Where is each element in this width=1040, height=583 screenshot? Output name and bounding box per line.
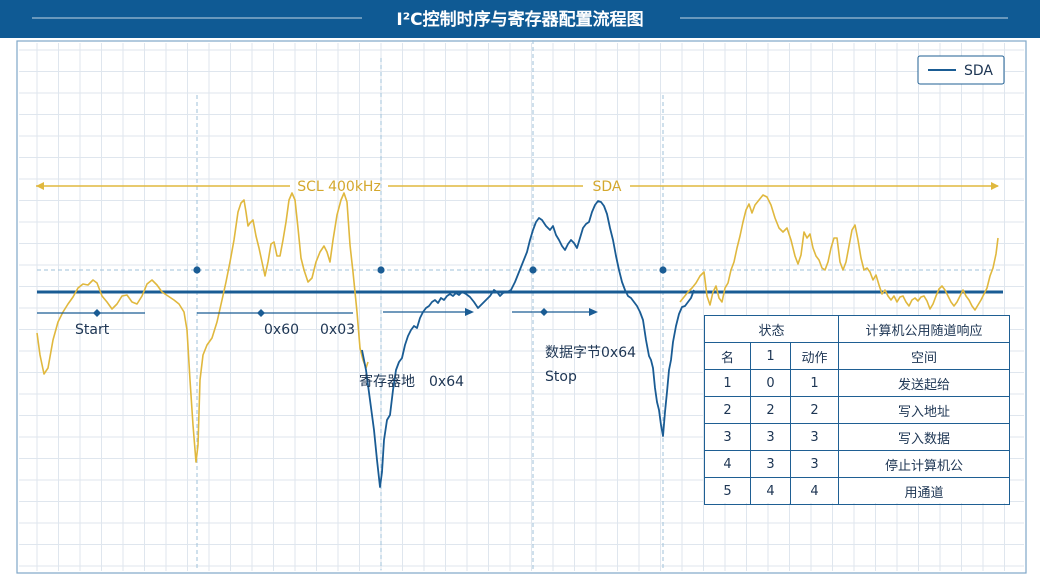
sda-bracket-label: SDA: [593, 179, 622, 195]
arrow-right-icon: [991, 182, 999, 190]
scl-waveform: [679, 194, 999, 311]
state-table: 状态 计算机公用随道响应 名 1 动作 空间 1 0 1 发送起给 2 2 2 …: [703, 315, 1011, 505]
point-markers: [93, 266, 667, 317]
table-cell: 1: [704, 369, 751, 397]
table-cell: 3: [789, 423, 840, 451]
table-cell: 3: [789, 450, 840, 478]
table-row: 4 3 3 停止计算机公: [704, 450, 1011, 478]
arrow-left-icon: [36, 182, 44, 190]
table-subheader-row: 名 1 动作 空间: [704, 342, 1011, 370]
arrow-right-icon: [465, 308, 474, 316]
sda-waveform: [361, 200, 695, 488]
table-cell: 2: [750, 396, 791, 424]
table-cell: 4: [789, 477, 840, 505]
table-cell: 1: [789, 369, 840, 397]
marker-diamond: [540, 308, 548, 316]
table-cell: 2: [789, 396, 840, 424]
table-subheader-cell: 动作: [789, 342, 840, 370]
register-value-label: 0x64: [429, 374, 464, 390]
table-header-cell: 计算机公用随道响应: [838, 315, 1011, 343]
table-header-cell: 状态: [703, 315, 840, 343]
marker-dot: [659, 266, 667, 274]
header-bar: [0, 0, 1040, 38]
page-title: I²C控制时序与寄存器配置流程图: [396, 9, 643, 30]
table-cell: 4: [704, 450, 751, 478]
arrow-right-icon: [589, 308, 598, 316]
scl-label: SCL 400kHz: [297, 179, 381, 195]
legend-label: SDA: [964, 63, 993, 79]
start-label: Start: [75, 322, 110, 338]
table-subheader-cell: 名: [704, 342, 751, 370]
table-cell: 0: [750, 369, 791, 397]
table-header-row: 状态 计算机公用随道响应: [703, 315, 1011, 343]
marker-dot: [529, 266, 537, 274]
table-cell: 停止计算机公: [838, 450, 1011, 478]
table-cell: 3: [750, 423, 791, 451]
marker-diamond: [257, 309, 265, 317]
table-row: 3 3 3 写入数据: [704, 423, 1011, 451]
state-table-container: 状态 计算机公用随道响应 名 1 动作 空间 1 0 1 发送起给 2 2 2 …: [703, 315, 1011, 505]
table-subheader-cell: 1: [750, 342, 791, 370]
table-row: 2 2 2 写入地址: [704, 396, 1011, 424]
bus-bracket: SCL 400kHz SDA: [36, 179, 999, 195]
table-cell: 2: [704, 396, 751, 424]
table-cell: 用通道: [838, 477, 1011, 505]
timing-markers: [37, 308, 598, 316]
register-address-label: 寄存器地: [359, 373, 415, 390]
address-label-1: 0x60: [264, 322, 299, 338]
table-cell: 写入数据: [838, 423, 1011, 451]
table-cell: 3: [704, 423, 751, 451]
address-label-2: 0x03: [320, 322, 355, 338]
table-subheader-cell: 空间: [838, 342, 1011, 370]
marker-diamond: [93, 309, 101, 317]
table-cell: 4: [750, 477, 791, 505]
table-row: 1 0 1 发送起给: [704, 369, 1011, 397]
table-cell: 写入地址: [838, 396, 1011, 424]
table-cell: 发送起给: [838, 369, 1011, 397]
table-cell: 5: [704, 477, 751, 505]
table-row: 5 4 4 用通道: [704, 477, 1011, 505]
legend: SDA: [917, 55, 1005, 85]
data-byte-label: 数据字节0x64: [545, 345, 636, 361]
table-cell: 3: [750, 450, 791, 478]
marker-dot: [193, 266, 201, 274]
marker-dot: [377, 266, 385, 274]
legend-box: [917, 55, 1005, 85]
stop-label: Stop: [545, 369, 577, 385]
scl-waveform: [36, 192, 369, 463]
